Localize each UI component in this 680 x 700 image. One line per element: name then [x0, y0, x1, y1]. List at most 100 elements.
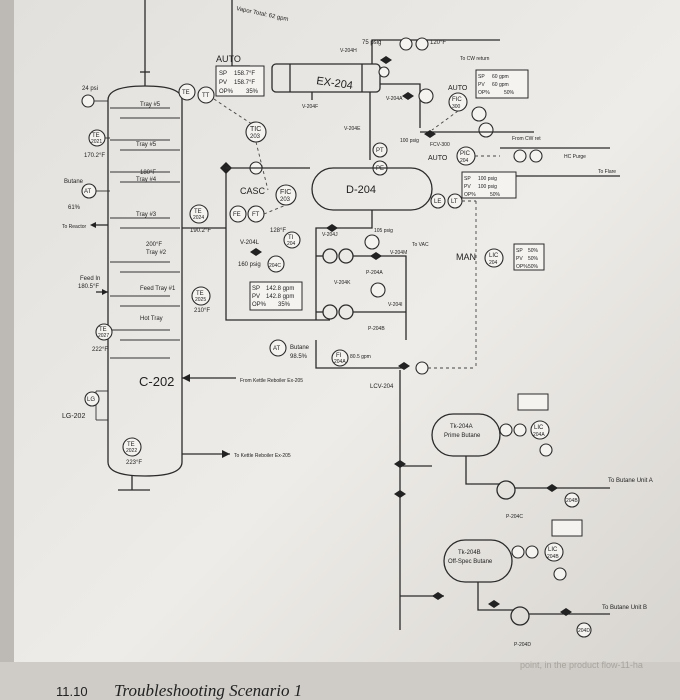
- fcv300-valve[interactable]: [424, 130, 430, 138]
- valve-r2[interactable]: [394, 490, 400, 498]
- fic300-pv-k: PV: [478, 82, 485, 88]
- lic-204[interactable]: [484, 248, 504, 268]
- te-top-num: 2021: [91, 139, 102, 145]
- tk204a-lt[interactable]: [513, 423, 527, 437]
- v204a-valve[interactable]: [402, 92, 408, 100]
- top-faceplate[interactable]: [215, 65, 265, 97]
- tk204b-pi[interactable]: [553, 567, 567, 581]
- p204d: P-204D: [514, 642, 531, 648]
- pe-label: PE: [376, 166, 384, 172]
- te-bottom-right[interactable]: [122, 437, 142, 457]
- lic-op-k: OP%: [516, 264, 528, 270]
- fi-flow: 80.5 gpm: [350, 354, 371, 360]
- flow-ctrl-300: AUTO SP 60 gpm PV 60 gpm OP% 50% FIC 300…: [420, 69, 534, 148]
- pic-faceplate[interactable]: [461, 171, 517, 199]
- le-bubble[interactable]: [430, 193, 446, 209]
- pct-label: 61%: [68, 205, 81, 211]
- pi-pump-b[interactable]: [370, 282, 386, 298]
- valve-r4[interactable]: [488, 600, 494, 608]
- column-id: C-202: [139, 374, 174, 389]
- fe-300[interactable]: [478, 122, 494, 138]
- tray-4-label: Tray #5: [136, 142, 157, 148]
- fi-204a[interactable]: [331, 349, 349, 367]
- bleed-text: point, in the product flow-11-ha: [520, 660, 643, 670]
- kettle-streams: From Kettle Reboiler Ex-205 To Kettle Re…: [182, 374, 303, 459]
- fic300-num: 300: [452, 104, 461, 110]
- ti-cw[interactable]: [513, 149, 527, 163]
- rf-sp-v: 142.8 gpm: [266, 286, 294, 292]
- lg-label: LG: [87, 397, 95, 403]
- top-pi-bubble[interactable]: [81, 94, 95, 108]
- pump-p204c[interactable]: [496, 480, 516, 500]
- fic300-faceplate[interactable]: [475, 69, 529, 99]
- feed-tray-1: Feed Tray #1: [140, 286, 176, 292]
- fic300-op-v: 50%: [504, 90, 515, 96]
- v204m-valve[interactable]: [370, 252, 376, 260]
- top-pi[interactable]: [399, 37, 413, 51]
- ft-300[interactable]: [471, 106, 487, 122]
- pt-bubble[interactable]: [372, 142, 388, 158]
- fi-cw[interactable]: [418, 88, 434, 104]
- ti-204[interactable]: [283, 231, 301, 249]
- reflux-pumps: V-204J 105 psig V-204M To VAC P-204A V-2…: [316, 224, 429, 340]
- tk204b-le[interactable]: [511, 545, 525, 559]
- tt-bubble[interactable]: [197, 86, 215, 104]
- p204d-valve[interactable]: [560, 608, 566, 616]
- valve-r1[interactable]: [394, 460, 400, 468]
- fi-204d[interactable]: [576, 622, 592, 638]
- te-right-top-label: TE: [182, 90, 190, 96]
- pic-sp-k: SP: [464, 176, 471, 182]
- tk204a-line2: Prime Butane: [444, 433, 481, 439]
- lcv-valve[interactable]: [398, 362, 404, 370]
- fe-bubble[interactable]: [229, 205, 247, 223]
- lic-204b[interactable]: [544, 542, 564, 562]
- top-temp: 170.2°F: [84, 153, 105, 159]
- te-right-top[interactable]: [178, 83, 196, 101]
- tk204b-panel[interactable]: [551, 519, 583, 537]
- te-bottom-right-num: 2022: [126, 448, 137, 454]
- v204h-valve[interactable]: [380, 56, 386, 64]
- lic-faceplate[interactable]: [513, 243, 545, 271]
- lic-num: 204: [489, 260, 498, 266]
- butane-label: Butane: [64, 179, 84, 185]
- lcv-actuator[interactable]: [415, 361, 429, 375]
- bottom-caption: 11.10 Troubleshooting Scenario 1 point, …: [0, 660, 680, 700]
- lg-bubble[interactable]: [84, 391, 100, 407]
- p204c-valve[interactable]: [546, 484, 552, 492]
- fic300-pv-v: 60 gpm: [492, 82, 509, 88]
- fic-203[interactable]: [275, 184, 297, 206]
- from-kettle: From Kettle Reboiler Ex-205: [240, 378, 303, 384]
- lg-202: LG-202: [62, 413, 85, 420]
- top-ti[interactable]: [415, 37, 429, 51]
- v204j-valve[interactable]: [326, 224, 332, 232]
- pic-sp-v: 100 psig: [478, 176, 497, 182]
- reflux-faceplate[interactable]: [249, 281, 303, 311]
- pi-cw[interactable]: [529, 149, 543, 163]
- at-analyzer[interactable]: [269, 339, 287, 357]
- fic300-op-k: OP%: [478, 90, 490, 96]
- te-bottom-bubble[interactable]: [95, 323, 113, 341]
- v204j: V-204J: [322, 232, 338, 238]
- lic-204a[interactable]: [530, 420, 550, 440]
- tray-2: Tray #2: [146, 250, 167, 256]
- side-temp-2: 210°F: [194, 308, 210, 314]
- tk204a-le[interactable]: [499, 423, 513, 437]
- te-tray3[interactable]: [189, 204, 209, 224]
- rf-op-k: OP%: [252, 302, 267, 308]
- pump-p204d[interactable]: [510, 606, 530, 626]
- ti-ex[interactable]: [378, 66, 390, 78]
- te-feed[interactable]: [191, 286, 211, 306]
- fi-204b[interactable]: [564, 492, 580, 508]
- tk204a-panel[interactable]: [517, 393, 549, 411]
- tk204a-pi[interactable]: [539, 443, 553, 457]
- valve-r3[interactable]: [432, 592, 438, 600]
- lic-op-v: 50%: [528, 264, 539, 270]
- tic-num: 203: [250, 134, 261, 140]
- ti-num: 204: [287, 241, 296, 247]
- v204l-valve[interactable]: [250, 248, 256, 256]
- top-op-k: OP%: [219, 89, 234, 95]
- tk204b-lt[interactable]: [525, 545, 539, 559]
- pi-pump-a[interactable]: [364, 234, 380, 250]
- rf-op-v: 35%: [278, 302, 291, 308]
- pi-204c[interactable]: [267, 255, 285, 273]
